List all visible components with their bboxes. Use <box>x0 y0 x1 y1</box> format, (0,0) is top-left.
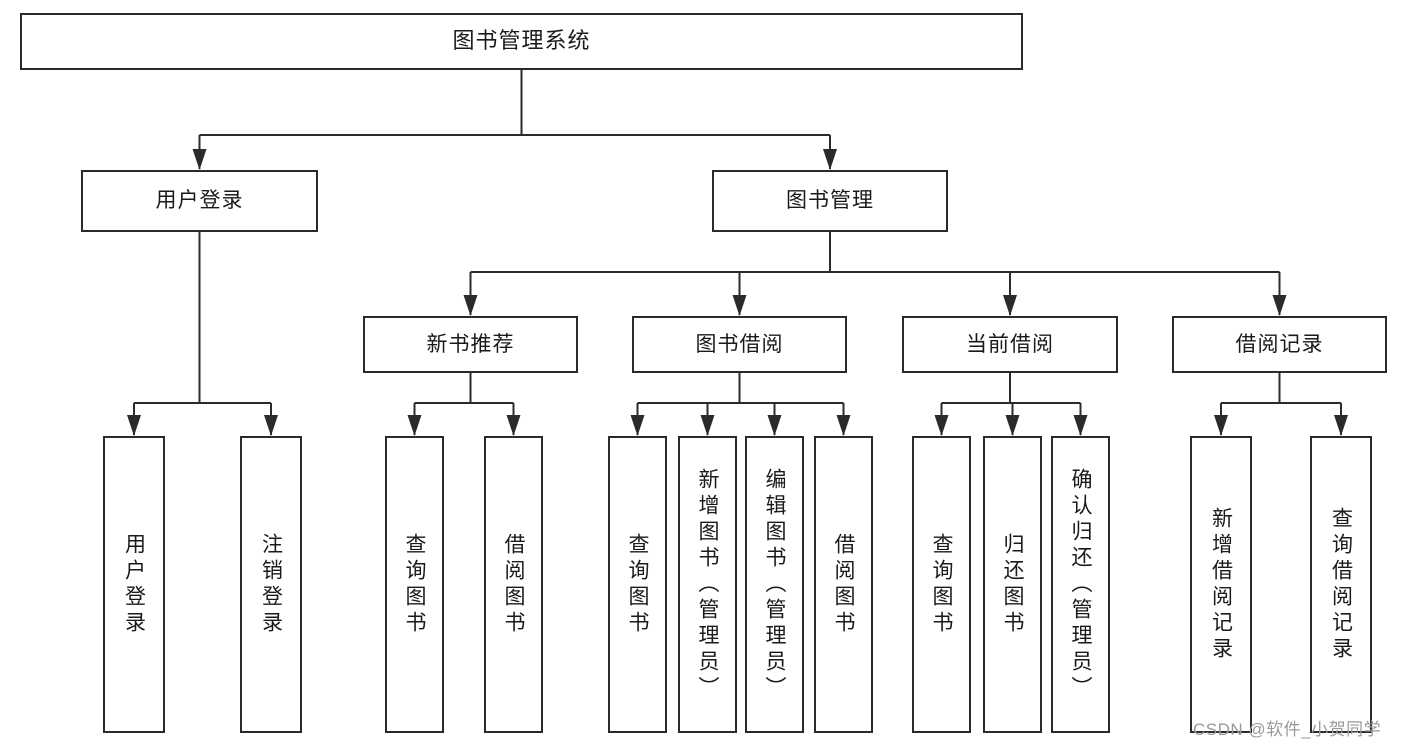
node-r_query: 查询借阅记录 <box>1310 436 1372 733</box>
node-c_confirm: 确认归还（管理员） <box>1051 436 1110 733</box>
node-l_logout: 注销登录 <box>240 436 302 733</box>
node-b_borrow: 借阅图书 <box>814 436 873 733</box>
node-b_query: 查询图书 <box>608 436 667 733</box>
node-newbook: 新书推荐 <box>363 316 578 373</box>
node-l_login: 用户登录 <box>103 436 165 733</box>
node-records: 借阅记录 <box>1172 316 1387 373</box>
node-login: 用户登录 <box>81 170 318 232</box>
node-c_return: 归还图书 <box>983 436 1042 733</box>
node-r_add: 新增借阅记录 <box>1190 436 1252 733</box>
node-c_query: 查询图书 <box>912 436 971 733</box>
node-bookmgmt: 图书管理 <box>712 170 948 232</box>
node-root: 图书管理系统 <box>20 13 1023 70</box>
node-borrow: 图书借阅 <box>632 316 847 373</box>
node-b_edit: 编辑图书（管理员） <box>745 436 804 733</box>
node-n_borrow: 借阅图书 <box>484 436 543 733</box>
node-n_query: 查询图书 <box>385 436 444 733</box>
node-b_add: 新增图书（管理员） <box>678 436 737 733</box>
watermark-label: CSDN @软件_小贺同学 <box>1193 720 1382 739</box>
node-current: 当前借阅 <box>902 316 1118 373</box>
